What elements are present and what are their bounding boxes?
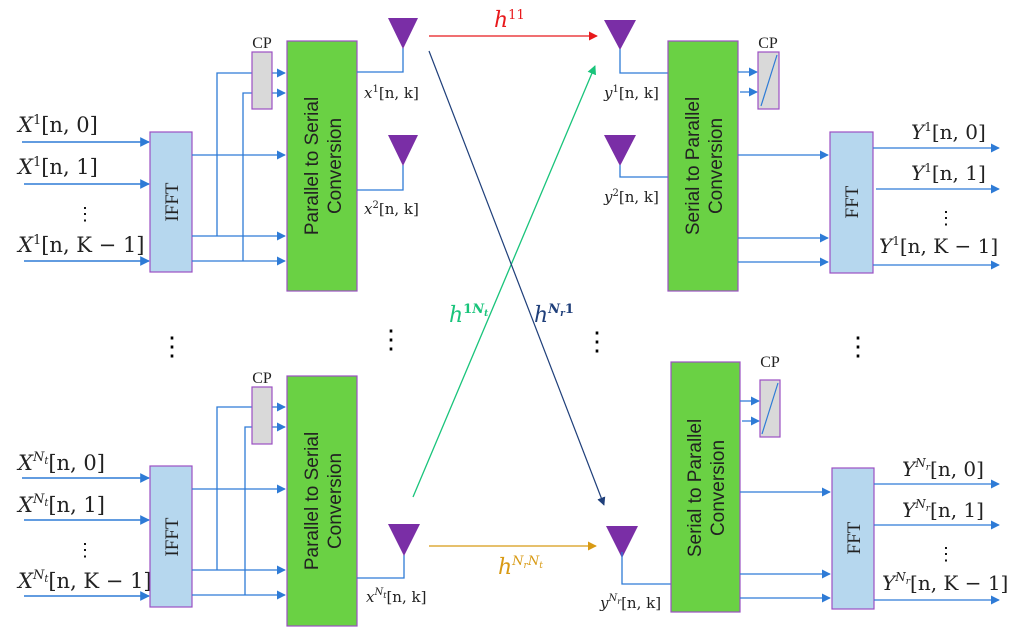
rxnr-output-ellipsis: ⋮	[937, 544, 955, 565]
rxnr-cp-label: CP	[760, 354, 780, 371]
txnt-output-label-0: xNt[n, k]	[366, 587, 426, 606]
receiver-nr: yNr[n, k] Serial to Parallel Conversion …	[599, 354, 1008, 613]
rx1-input-label-0: y1[n, k]	[603, 84, 659, 102]
tx1-output-line-0	[357, 48, 404, 73]
rx-antennas-ellipsis: ⋮	[584, 327, 610, 357]
transmitter-1: X1[n, 0] X1[n, 1] ⋮ X1[n, K − 1] IFFT CP…	[16, 18, 419, 292]
channel-hnr1-arrow	[428, 50, 606, 506]
channel-h1nt-label: h1Nt	[449, 302, 489, 328]
receiver-1: y1[n, k] y2[n, k] Serial to Parallel Con…	[603, 20, 1000, 292]
tx1-converter-label-line2: Conversion	[325, 118, 346, 214]
channel-h11-label: h11	[494, 8, 525, 33]
rxnr-converter-label-line1: Serial to Parallel	[685, 419, 706, 557]
txnt-parallel-to-serial-block	[286, 375, 358, 627]
rx1-input-line-0	[619, 49, 668, 74]
tx1-output-line-1	[357, 165, 404, 191]
rx1-fft-block	[829, 131, 874, 274]
rx1-output-label-0: Y1[n, 0]	[911, 120, 986, 144]
rx1-output-label-1: Y1[n, 1]	[911, 161, 986, 185]
tx1-ifft-label: IFFT	[162, 182, 183, 221]
tx1-input-ellipsis: ⋮	[76, 204, 94, 225]
rx-outputs-ellipsis: ⋮	[845, 332, 871, 362]
txnt-ifft-label: IFFT	[162, 517, 183, 556]
txnt-cp-label: CP	[252, 370, 272, 387]
rx1-fft-label: FFT	[842, 185, 863, 218]
txnt-input-ellipsis: ⋮	[76, 540, 94, 561]
rxnr-converter-label-line2: Conversion	[708, 440, 729, 536]
rx1-output-label-2: Y1[n, K − 1]	[879, 234, 998, 258]
tx1-input-label-1: X1[n, 1]	[16, 155, 98, 179]
channel-hnrnt-label: hNrNt	[498, 554, 543, 580]
tx-antenna-2-icon	[388, 135, 418, 166]
txnt-cp-block	[251, 386, 273, 445]
rx1-input-label-1: y2[n, k]	[603, 188, 659, 206]
txnt-converter-label-line1: Parallel to Serial	[302, 432, 323, 570]
tx-antenna-1-icon	[388, 18, 418, 49]
tx1-cp-block	[251, 51, 273, 110]
rx1-cp-removal-slash	[760, 54, 778, 107]
rxnr-output-label-2: YNr[n, K − 1]	[882, 570, 1008, 595]
tx1-output-label-1: x2[n, k]	[364, 200, 419, 218]
rx1-serial-to-parallel-block	[667, 40, 739, 292]
rx-antenna-1-icon	[604, 20, 636, 50]
tx-inputs-ellipsis: ⋮	[159, 332, 185, 362]
tx-antennas-ellipsis: ⋮	[378, 325, 404, 355]
rx1-converter-label-line2: Conversion	[706, 118, 727, 214]
rx-antenna-nr-icon	[606, 526, 638, 558]
tx1-converter-label-line1: Parallel to Serial	[302, 97, 323, 235]
txnt-input-label-2: XNt[n, K − 1]	[16, 568, 152, 593]
tx1-input-label-0: X1[n, 0]	[16, 113, 98, 137]
rx1-cp-label: CP	[758, 35, 778, 52]
tx1-input-label-2: X1[n, K − 1]	[16, 233, 145, 257]
rxnr-input-label-0: yNr[n, k]	[599, 593, 661, 612]
tx1-ifft-block	[149, 131, 193, 273]
tx-antenna-nt-icon	[388, 524, 420, 556]
rx1-converter-label-line1: Serial to Parallel	[683, 97, 704, 235]
channel-links: h11 h1Nt hNr1 hNrNt	[412, 8, 606, 580]
rxnr-fft-label: FFT	[844, 521, 865, 554]
rxnr-input-line-0	[621, 552, 671, 585]
txnt-ifft-block	[149, 465, 193, 608]
rx-antenna-2-icon	[604, 135, 636, 166]
channel-hnr1-label: hNr1	[534, 302, 574, 328]
rxnr-cp-removal-slash	[761, 382, 779, 435]
transmitter-nt: XNt[n, 0] XNt[n, 1] ⋮ XNt[n, K − 1] IFFT…	[16, 370, 426, 627]
channel-h1nt-arrow	[412, 65, 597, 498]
tx1-cp-label: CP	[252, 35, 272, 52]
txnt-converter-label-line2: Conversion	[325, 453, 346, 549]
rx1-output-ellipsis: ⋮	[937, 208, 955, 229]
rx1-input-line-1	[619, 165, 668, 178]
rxnr-fft-block	[831, 467, 875, 610]
tx1-parallel-to-serial-block	[286, 40, 358, 292]
txnt-input-label-1: XNt[n, 1]	[16, 492, 105, 517]
rxnr-output-label-0: YNr[n, 0]	[902, 456, 984, 481]
tx1-output-label-0: x1[n, k]	[364, 84, 419, 102]
rxnr-output-label-1: YNr[n, 1]	[902, 497, 984, 522]
txnt-output-line-0	[357, 555, 405, 579]
txnt-input-label-0: XNt[n, 0]	[16, 450, 105, 475]
rxnr-serial-to-parallel-block	[670, 361, 741, 613]
